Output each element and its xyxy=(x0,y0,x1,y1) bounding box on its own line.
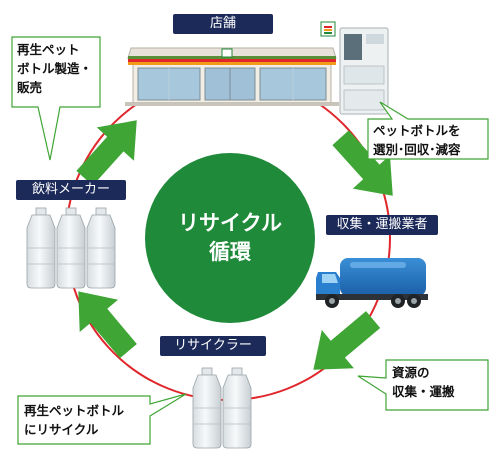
collector-label: 収集・運搬業者 xyxy=(326,215,438,235)
maker-label: 飲料メーカー xyxy=(16,180,126,200)
callout-sorting-text: ペットボトルを 選別･回収･減容 xyxy=(373,123,461,157)
recycler-bottles-icon xyxy=(192,367,252,449)
arrow-recycler-to-maker xyxy=(78,291,137,359)
collection-machine-icon xyxy=(320,21,389,115)
callout-transport-text: 資源の 収集・運搬 xyxy=(392,365,455,399)
callout-sorting-shape xyxy=(367,101,489,160)
store-label: 店舗 xyxy=(173,14,273,34)
collection-truck-icon xyxy=(316,258,428,308)
arrow-maker-to-store xyxy=(76,120,137,186)
callout-sales-shape xyxy=(11,36,101,161)
center-circle xyxy=(145,153,315,323)
callout-transport-shape xyxy=(357,359,489,411)
callout-recycle-shape xyxy=(17,393,187,445)
store-building-icon xyxy=(125,47,339,106)
arrow-collector-to-recycler xyxy=(313,311,381,370)
center-cycle-text: リサイクル 循環 xyxy=(178,211,282,264)
callout-sales-text: 再生ペット ボトル製造・ 販売 xyxy=(17,42,93,95)
arrow-store-to-collector xyxy=(332,130,393,196)
recycler-label: リサイクラー xyxy=(160,336,266,356)
callout-recycle-text: 再生ペットボトル にリサイクル xyxy=(24,403,125,437)
maker-bottles-icon xyxy=(26,207,116,289)
